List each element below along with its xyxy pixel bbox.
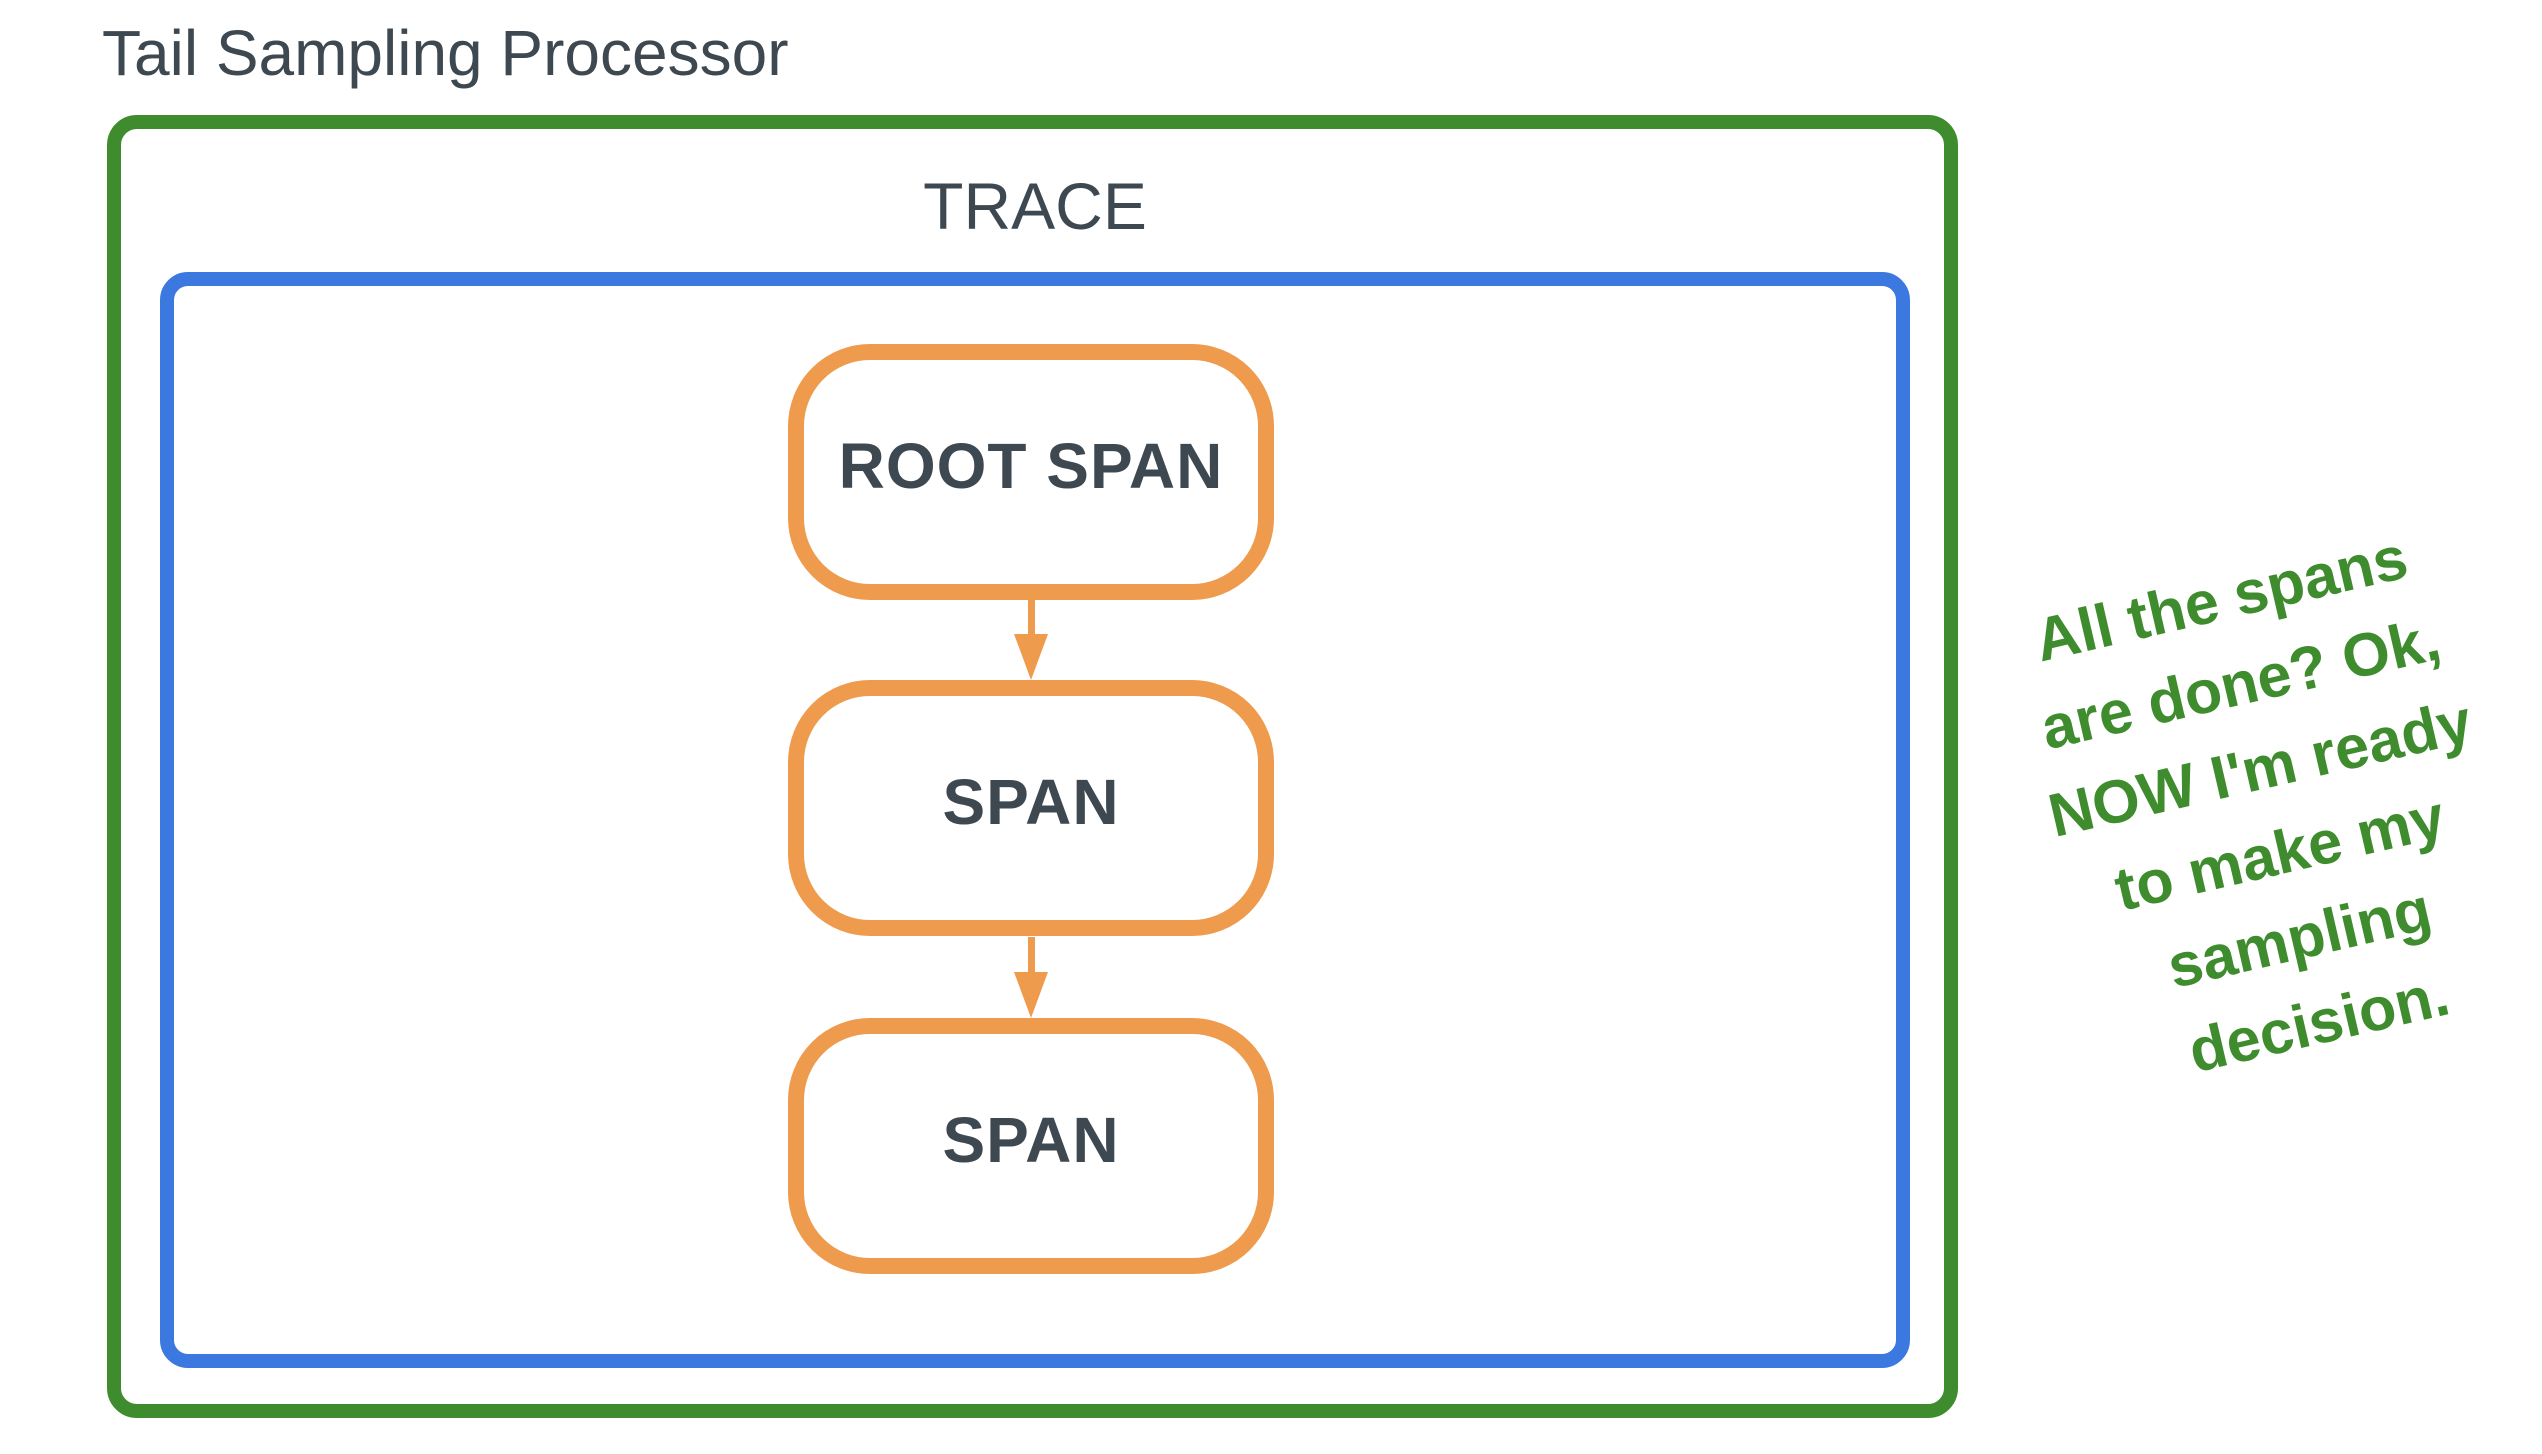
annotation-note: All the spans are done? Ok, NOW I'm read… (1950, 496, 2542, 1125)
arrow-stem (1028, 600, 1035, 638)
arrow-head (1014, 634, 1048, 680)
span-label: SPAN (942, 766, 1120, 838)
trace-box (160, 272, 1910, 1368)
arrow-stem (1028, 937, 1035, 976)
tail-sampling-processor-box (107, 115, 1958, 1418)
page-title: Tail Sampling Processor (102, 17, 789, 89)
span-label: SPAN (942, 1104, 1120, 1176)
arrow-head (1014, 972, 1048, 1018)
span-node: SPAN (788, 1018, 1274, 1274)
root-span-node: ROOT SPAN (788, 344, 1274, 600)
root-span-label: ROOT SPAN (838, 430, 1224, 502)
span-node: SPAN (788, 680, 1274, 936)
trace-label: TRACE (923, 169, 1147, 243)
